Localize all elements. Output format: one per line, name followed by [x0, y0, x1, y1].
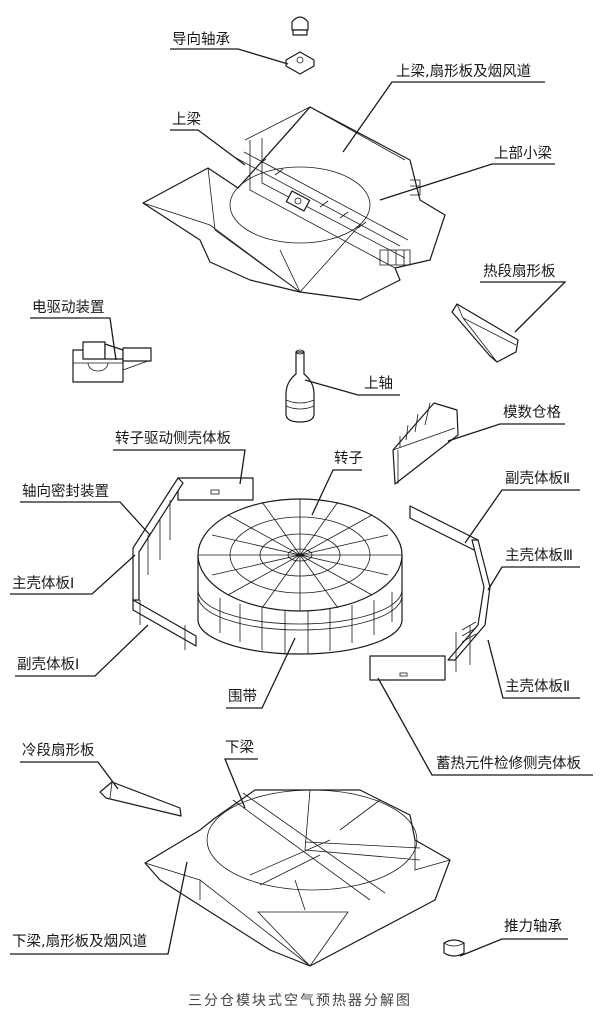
leader-cold-end-sector-plate: [20, 761, 119, 790]
leader-heating-element-service-side-casing-panel: [377, 677, 593, 776]
leader-lower-beam-sector-duct: [10, 861, 188, 955]
label-main-casing-panel-2: 主壳体板Ⅱ: [505, 677, 570, 695]
label-hot-end-sector-plate: 热段扇形板: [483, 262, 556, 280]
leader-girth-band: [226, 637, 296, 709]
leader-upper-beam: [170, 129, 246, 166]
label-electric-drive: 电驱动装置: [32, 299, 105, 316]
leader-upper-small-beam: [379, 163, 555, 201]
leader-main-casing-panel-3: [487, 566, 580, 591]
label-secondary-casing-panel-1: 副壳体板Ⅰ: [17, 655, 79, 673]
label-girth-band: 围带: [228, 688, 257, 705]
leader-hot-end-sector-plate: [480, 281, 567, 333]
label-upper-beam: 上梁: [172, 111, 201, 128]
leader-axial-seal-device: [20, 501, 151, 536]
figure-caption: 三分仓模块式空气预热器分解图: [188, 993, 412, 1009]
modular-compartment-part: [392, 402, 459, 485]
leader-guide-bearing: [170, 48, 289, 65]
label-cold-end-sector-plate: 冷段扇形板: [22, 741, 95, 759]
label-heating-element-service-side-casing-panel: 蓄热元件检修侧壳体板: [436, 754, 581, 772]
label-upper-shaft: 上轴: [364, 375, 393, 392]
rotor-part: [197, 498, 403, 655]
label-axial-seal-device: 轴向密封装置: [22, 483, 109, 500]
lower-beam-assembly-part: [144, 789, 451, 967]
electric-drive-part: [72, 341, 152, 383]
label-modular-compartment: 模数仓格: [503, 404, 561, 421]
leader-upper-beam-sector-duct: [342, 81, 545, 153]
leader-upper-shaft: [304, 379, 400, 396]
label-main-casing-panel-1: 主壳体板Ⅰ: [12, 574, 74, 592]
left-casing-panels-part: [132, 477, 254, 650]
leader-modular-compartment: [447, 423, 565, 442]
hot-end-sector-plate-part: [451, 303, 519, 363]
leader-secondary-casing-panel-2: [464, 489, 580, 544]
leader-thrust-bearing: [459, 938, 568, 957]
leader-rotor: [311, 469, 362, 516]
upper-beam-assembly-part: [142, 106, 446, 301]
leader-electric-drive: [30, 317, 117, 361]
label-lower-beam-sector-duct: 下梁,扇形板及烟风道: [12, 932, 147, 950]
label-upper-beam-sector-duct: 上梁,扇形板及烟风道: [396, 62, 531, 80]
label-rotor: 转子: [334, 450, 363, 467]
right-casing-panels-part: [369, 505, 491, 681]
guide-bearing-part: [285, 16, 315, 75]
leader-lower-beam: [224, 758, 258, 809]
cold-end-sector-plate-part: [99, 781, 182, 817]
leader-secondary-casing-panel-1: [15, 624, 149, 677]
label-lower-beam: 下梁: [225, 739, 254, 756]
label-thrust-bearing: 推力轴承: [504, 918, 562, 935]
upper-shaft-part: [285, 349, 315, 423]
label-main-casing-panel-3: 主壳体板Ⅲ: [505, 546, 573, 564]
label-guide-bearing: 导向轴承: [172, 31, 230, 48]
label-rotor-drive-side-casing-panel: 转子驱动侧壳体板: [115, 429, 231, 447]
leader-rotor-drive-side-casing-panel: [113, 449, 246, 485]
leader-main-casing-panel-1: [10, 554, 136, 595]
thrust-bearing-part: [443, 939, 465, 957]
leader-main-casing-panel-2: [487, 639, 580, 699]
label-upper-small-beam: 上部小梁: [494, 145, 552, 162]
label-secondary-casing-panel-2: 副壳体板Ⅱ: [505, 469, 570, 487]
